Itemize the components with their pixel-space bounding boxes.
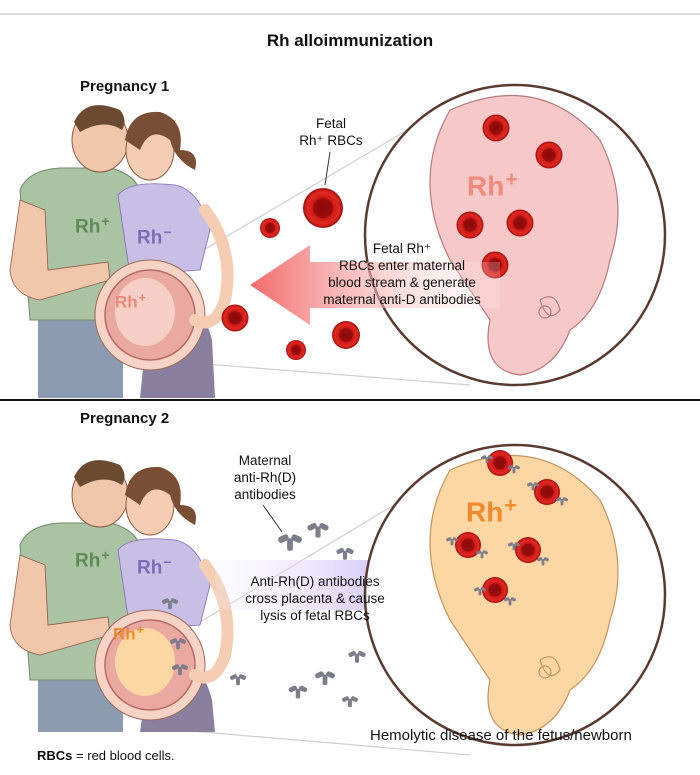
- rbc: [482, 114, 510, 142]
- rbc: [260, 218, 280, 238]
- zoom-connector-bottom-1: [179, 361, 471, 386]
- mother-rh-label-1: Rh−: [137, 225, 172, 249]
- footer-abbr: RBCs: [37, 748, 73, 763]
- rbc: [456, 211, 484, 239]
- figure-title: Rh alloimmunization: [266, 31, 434, 50]
- mother-figure-2: [94, 466, 234, 732]
- antibody: [288, 684, 308, 699]
- antibody: [347, 650, 367, 663]
- rbc: [534, 479, 560, 505]
- rbc: [221, 304, 249, 332]
- fetus-rh-label-1: Rh+: [115, 290, 147, 312]
- footer-note: RBCs = red blood cells.: [37, 748, 175, 763]
- pregnancy-1-heading: Pregnancy 1: [80, 78, 170, 95]
- antibody: [277, 533, 303, 551]
- rbc: [506, 209, 534, 237]
- antibody-label: Maternal anti-Rh(D) antibodies: [233, 453, 297, 502]
- zoom-rh-label-2: Rh+: [466, 494, 517, 528]
- pregnancy-2-heading: Pregnancy 2: [80, 410, 170, 427]
- arrow-text-2: Anti-Rh(D) antibodies cross placenta & c…: [245, 574, 385, 623]
- rbc: [487, 450, 513, 476]
- antibody: [341, 695, 359, 708]
- father-rh-label-2: Rh+: [75, 548, 110, 572]
- zoom-connector-bottom-2: [179, 729, 471, 756]
- hdn-label: Hemolytic disease of the fetus/newborn: [370, 727, 632, 744]
- mother-rh-label-2: Rh−: [137, 555, 172, 579]
- mother-figure-1: [94, 111, 234, 398]
- antibody: [314, 670, 336, 685]
- zoom-circle-2: [363, 443, 667, 747]
- footer-definition: = red blood cells.: [76, 748, 175, 763]
- antibody: [229, 673, 247, 686]
- label-leader-antibodies: [262, 504, 283, 533]
- rbc: [303, 188, 343, 228]
- rbc: [286, 340, 306, 360]
- rbc: [535, 141, 563, 169]
- fetus-rh-label-2: Rh+: [113, 622, 145, 644]
- father-rh-label-1: Rh+: [75, 214, 110, 238]
- rbc: [332, 321, 360, 349]
- antibody: [306, 522, 330, 538]
- zoom-rh-label-1: Rh+: [467, 168, 518, 202]
- zoom-circle-1: [363, 83, 667, 387]
- antibody: [335, 547, 355, 560]
- arrow-text-1: Fetal Rh⁺ RBCs enter maternal blood stre…: [323, 241, 481, 307]
- arrow-fetal-to-maternal: [250, 245, 500, 325]
- rbc: [515, 537, 541, 563]
- fetal-rbc-label: Fetal Rh⁺ RBCs: [299, 116, 363, 148]
- label-leader-fetal-rbcs: [324, 151, 331, 186]
